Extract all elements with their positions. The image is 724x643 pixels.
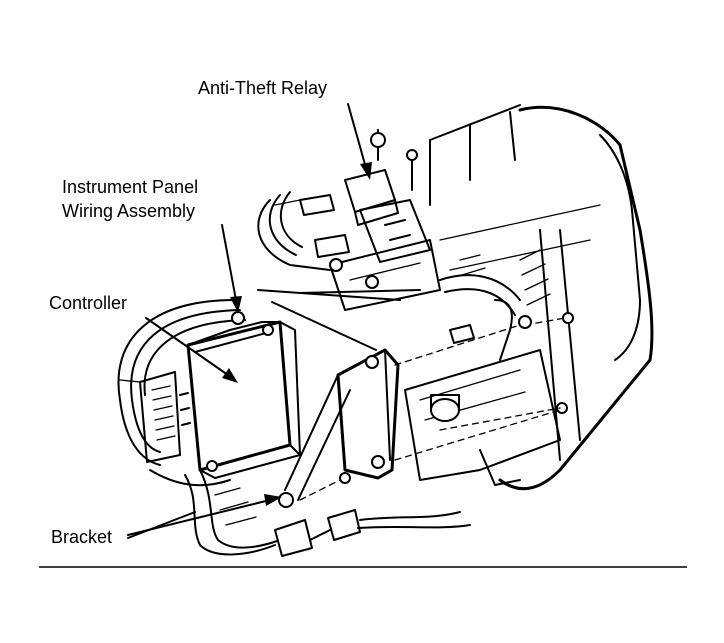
label-instrument-panel-line1: Instrument Panel: [62, 177, 198, 197]
bracket-part: [278, 324, 561, 508]
label-instrument-panel-line2: Wiring Assembly: [62, 201, 195, 221]
relay-mount-area: [257, 129, 532, 361]
label-anti-theft-relay: Anti-Theft Relay: [198, 78, 327, 98]
controller-unit: [117, 299, 471, 557]
callout-arrows: [127, 103, 421, 539]
dashboard-structure: [404, 104, 654, 491]
label-bracket: Bracket: [51, 527, 112, 547]
label-controller: Controller: [49, 293, 127, 313]
